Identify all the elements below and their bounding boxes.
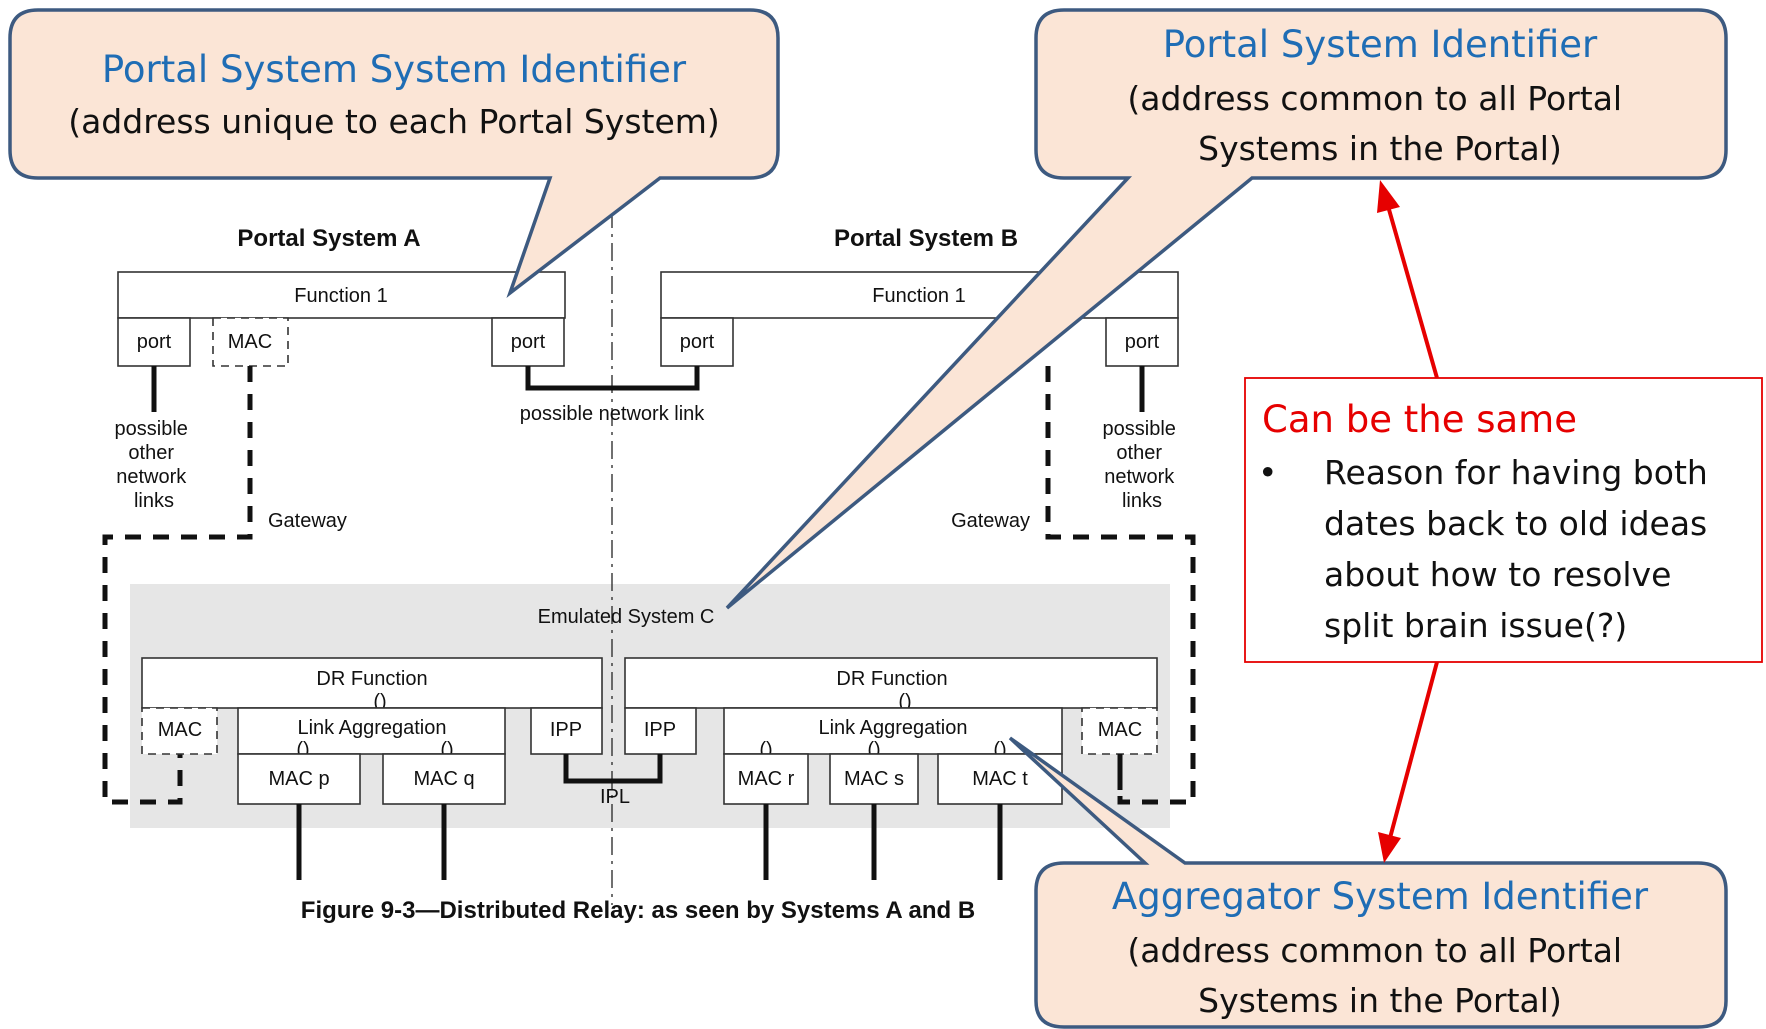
arrow-up-head <box>1377 180 1400 213</box>
dr-function-a <box>141 657 603 709</box>
callout-system-identifier <box>8 8 780 298</box>
mac-r-box <box>723 753 809 805</box>
possible-network-link-line <box>525 366 700 391</box>
mac-t-label: MAC t <box>972 768 1028 790</box>
callout-aggregator-identifier-title: Aggregator System Identifier <box>1112 875 1649 918</box>
callout-portal-identifier-title: Portal System Identifier <box>1163 23 1598 66</box>
gateway-a-label: Gateway <box>268 510 347 532</box>
callout-aggregator-identifier-sub: (address common to all Portal Systems in… <box>1127 931 1632 1020</box>
port-a-right-label: port <box>511 331 546 353</box>
note-text: Reason for having both dates back to old… <box>1324 453 1718 645</box>
mac-p-box <box>237 753 361 805</box>
port-b-left-label: port <box>680 331 715 353</box>
gateway-path-a <box>102 366 253 805</box>
callout-system-identifier-title: Portal System System Identifier <box>102 48 687 91</box>
mac-s-label: MAC s <box>844 768 904 790</box>
dr-function-b-label: DR Function <box>836 668 947 690</box>
note-title: Can be the same <box>1262 398 1577 441</box>
mac-emulated-b-label: MAC <box>1098 719 1142 741</box>
other-links-a-label: possible other network links <box>115 418 194 512</box>
callout-portal-identifier <box>725 8 1728 610</box>
link-aggregation-a-label: Link Aggregation <box>297 717 446 739</box>
port-b-right-label: port <box>1125 331 1160 353</box>
mac-q-label: MAC q <box>413 768 474 790</box>
ipp-b <box>624 707 697 755</box>
mac-emulated-a <box>141 707 218 755</box>
callout-aggregator-identifier <box>1008 736 1728 1029</box>
function-1-a-label: Function 1 <box>294 285 387 307</box>
ipp-a <box>530 707 603 755</box>
possible-network-link-label: possible network link <box>520 403 706 425</box>
ipp-a-label: IPP <box>550 719 582 741</box>
mac-p-label: MAC p <box>268 768 329 790</box>
portal-a-title: Portal System A <box>237 225 420 252</box>
arrow-up-shaft <box>1386 205 1439 379</box>
link-aggregation-b <box>723 707 1063 755</box>
function-1-a <box>117 271 566 319</box>
ipl-link-line <box>563 754 663 784</box>
ipl-label: IPL <box>600 786 630 808</box>
mac-a-label: MAC <box>228 331 272 353</box>
mac-s-box <box>829 753 919 805</box>
emulated-system-label: Emulated System C <box>538 606 715 628</box>
callout-system-identifier-sub: (address unique to each Portal System) <box>68 102 720 141</box>
note-box <box>1244 377 1763 663</box>
gateway-path-b <box>1045 366 1196 805</box>
link-aggregation-b-label: Link Aggregation <box>818 717 967 739</box>
function-1-b-label: Function 1 <box>872 285 965 307</box>
gateway-b-label: Gateway <box>951 510 1030 532</box>
port-a-left-label: port <box>137 331 172 353</box>
mac-emulated-a-label: MAC <box>158 719 202 741</box>
arrow-down-head <box>1378 832 1401 863</box>
mac-q-box <box>382 753 506 805</box>
dr-function-b <box>624 657 1158 709</box>
mac-r-label: MAC r <box>738 768 795 790</box>
arrow-down-shaft <box>1388 661 1439 839</box>
link-aggregation-a <box>237 707 506 755</box>
note-bullet: • <box>1258 453 1277 492</box>
callout-portal-identifier-sub: (address common to all Portal Systems in… <box>1127 79 1632 168</box>
dr-function-a-label: DR Function <box>316 668 427 690</box>
ipp-b-label: IPP <box>644 719 676 741</box>
other-links-b-label: possible other network links <box>1103 418 1182 512</box>
figure-caption: Figure 9-3—Distributed Relay: as seen by… <box>301 897 975 924</box>
portal-b-title: Portal System B <box>834 225 1018 252</box>
port-b-right <box>1105 317 1179 367</box>
